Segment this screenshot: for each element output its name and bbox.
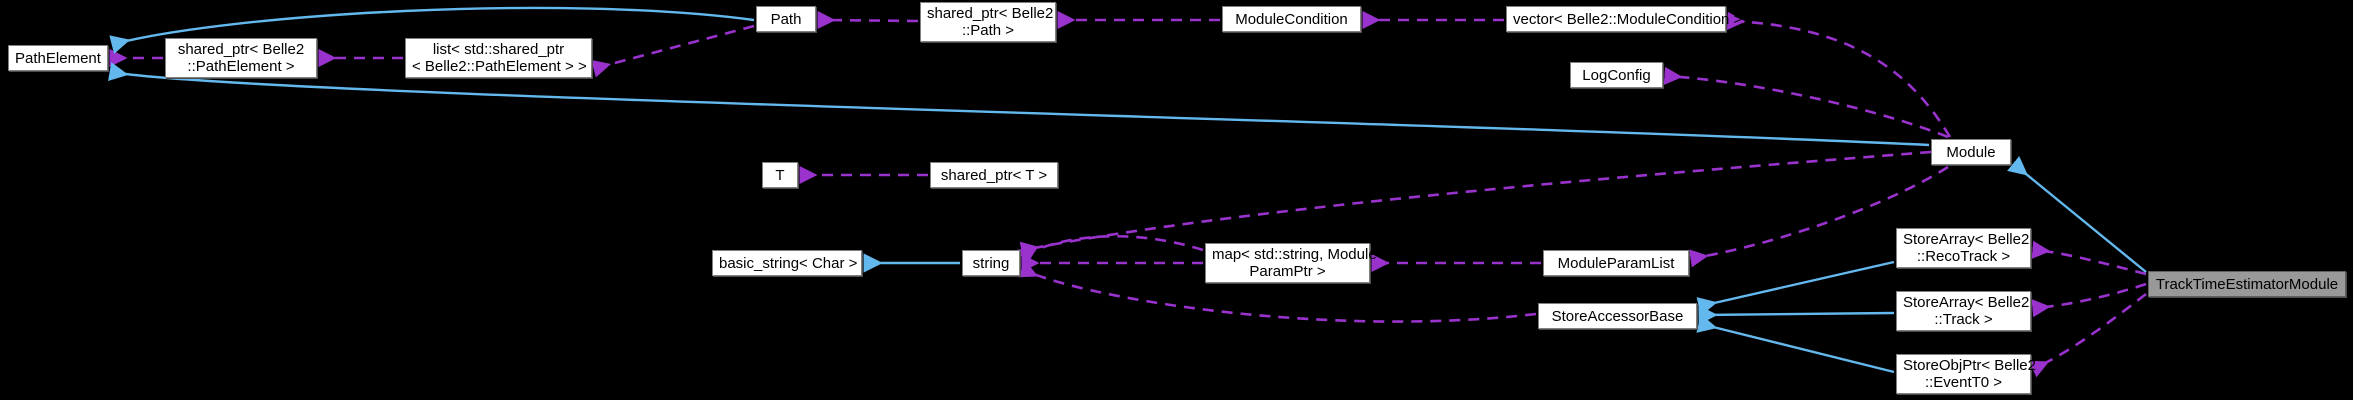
edge-path-to-list [591,24,755,78]
edge-ttem-to-storearrayreco [2031,240,2147,276]
node-list-shared-ptr[interactable]: list< std::shared_ptr < Belle2::PathElem… [405,38,592,78]
node-shared-ptr-t[interactable]: shared_ptr< T > [930,162,1058,188]
node-label-store-array-track: StoreArray< Belle2 ::Track > [1903,294,2030,328]
node-label-path: Path [770,10,802,28]
node-store-array-recotrack[interactable]: StoreArray< Belle2 ::RecoTrack > [1896,228,2031,268]
node-label-module-param-list: ModuleParamList [1557,254,1675,272]
node-store-obj-ptr-eventt0[interactable]: StoreObjPtr< Belle2 ::EventT0 > [1896,354,2036,394]
edge-ttem-to-storeobjptr [2028,292,2147,378]
node-label-list-shared-ptr: list< std::shared_ptr < Belle2::PathElem… [412,41,587,75]
node-vector-module-condition[interactable]: vector< Belle2::ModuleCondition > [1506,6,1743,32]
node-label-shared-ptr-t: shared_ptr< T > [940,166,1048,184]
node-shared-ptr-path[interactable]: shared_ptr< Belle2 ::Path > [920,2,1056,42]
node-label-module-condition: ModuleCondition [1235,10,1348,28]
node-label-track-time-estimator-module: TrackTimeEstimatorModule [2155,275,2339,293]
node-label-string: string [972,254,1010,272]
edge-map-to-string-top [1017,235,1204,266]
edge-module-to-string [1019,150,1932,260]
node-label-log-config: LogConfig [1582,66,1651,84]
edge-module-to-logconfig [1663,66,1949,139]
node-label-module: Module [1946,143,1996,161]
edge-storearraytrack-to-sab [1698,305,1895,325]
node-t[interactable]: T [762,162,798,188]
edge-ttem-to-storearraytrack [2031,282,2147,318]
node-string[interactable]: string [962,250,1020,276]
node-map-string-moduleparamptr[interactable]: map< std::string, Module ParamPtr > [1205,243,1377,283]
node-label-shared-ptr-pathelement: shared_ptr< Belle2 ::PathElement > [177,41,305,75]
node-label-shared-ptr-path: shared_ptr< Belle2 ::Path > [927,5,1054,39]
node-track-time-estimator-module[interactable]: TrackTimeEstimatorModule [2148,271,2346,297]
node-basic-string-char[interactable]: basic_string< Char > [712,250,862,276]
node-label-map-string-moduleparamptr: map< std::string, Module ParamPtr > [1212,246,1377,280]
edge-sharedptrpath-to-path [817,10,919,30]
node-label-store-obj-ptr-eventt0: StoreObjPtr< Belle2 ::EventT0 > [1903,357,2036,391]
node-label-vector-module-condition: vector< Belle2::ModuleCondition > [1513,10,1743,28]
node-label-basic-string-char: basic_string< Char > [719,254,858,272]
edge-storeobjptr-to-sab [1696,314,1895,374]
node-log-config[interactable]: LogConfig [1570,62,1663,88]
node-store-accessor-base[interactable]: StoreAccessorBase [1538,303,1697,329]
node-path-element[interactable]: PathElement [8,45,108,71]
node-module[interactable]: Module [1931,139,2011,165]
node-label-t: T [775,166,785,184]
edge-module-to-vector [1727,11,1952,138]
node-module-condition[interactable]: ModuleCondition [1222,6,1361,32]
node-shared-ptr-pathelement[interactable]: shared_ptr< Belle2 ::PathElement > [165,38,317,78]
node-label-store-accessor-base: StoreAccessorBase [1551,307,1684,325]
node-label-store-array-recotrack: StoreArray< Belle2 ::RecoTrack > [1903,231,2030,265]
node-label-path-element: PathElement [15,49,101,67]
node-path[interactable]: Path [756,6,816,32]
edge-ttem-to-module [2007,156,2147,273]
node-module-param-list[interactable]: ModuleParamList [1543,250,1689,276]
edge-storearrayreco-to-sab [1696,260,1895,316]
node-store-array-track[interactable]: StoreArray< Belle2 ::Track > [1896,291,2031,331]
